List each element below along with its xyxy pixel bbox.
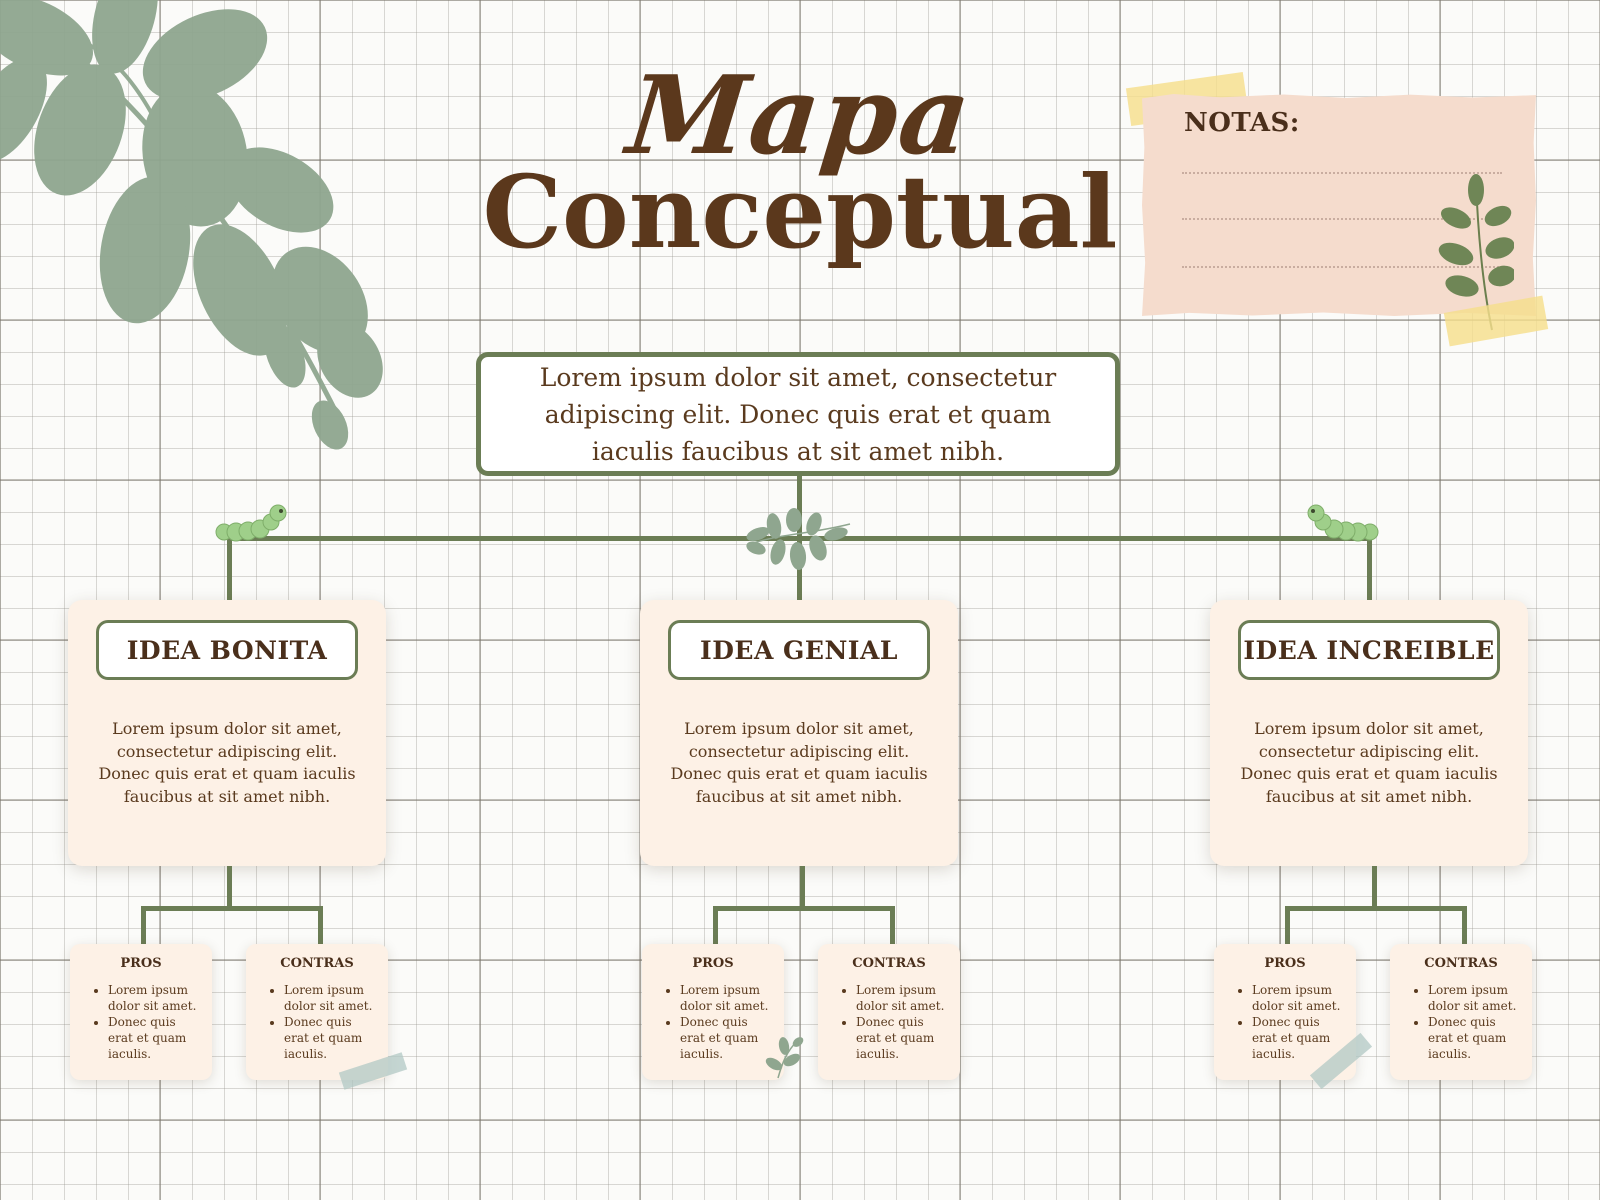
main-idea-box: Lorem ipsum dolor sit amet, consectetur … [476, 352, 1120, 476]
idea-title: IDEA BONITA [126, 635, 328, 665]
list-item: Donec quis erat et quam iaculis. [1428, 1014, 1524, 1062]
notes-line [1182, 218, 1502, 220]
list-item: Lorem ipsum dolor sit amet. [284, 982, 380, 1014]
idea-title: IDEA GENIAL [700, 635, 898, 665]
connector-contras [1462, 906, 1467, 944]
pros-list: Lorem ipsum dolor sit amet. Donec quis e… [1214, 982, 1356, 1062]
pros-card: PROS Lorem ipsum dolor sit amet. Donec q… [70, 944, 212, 1080]
pros-list: Lorem ipsum dolor sit amet. Donec quis e… [70, 982, 212, 1062]
connector-sub-horizontal [141, 906, 323, 911]
idea-description: Lorem ipsum dolor sit amet, consectetur … [1240, 719, 1498, 806]
list-item: Lorem ipsum dolor sit amet. [1252, 982, 1348, 1014]
small-leaf-icon [765, 1037, 804, 1079]
main-idea-text: Lorem ipsum dolor sit amet, consectetur … [539, 362, 1057, 466]
idea-description: Lorem ipsum dolor sit amet, consectetur … [670, 719, 928, 806]
connector-idea-1 [227, 536, 232, 600]
list-item: Lorem ipsum dolor sit amet. [856, 982, 952, 1014]
connector-idea-3 [1367, 536, 1372, 600]
leaf-cluster-icon [746, 508, 851, 570]
contras-list: Lorem ipsum dolor sit amet. Donec quis e… [246, 982, 388, 1062]
list-item: Donec quis erat et quam iaculis. [856, 1014, 952, 1062]
connector-contras [890, 906, 895, 944]
pros-card: PROS Lorem ipsum dolor sit amet. Donec q… [642, 944, 784, 1080]
connector-pros [141, 906, 146, 944]
list-item: Donec quis erat et quam iaculis. [680, 1014, 776, 1062]
notes-line [1182, 172, 1502, 174]
contras-label: CONTRAS [280, 956, 354, 971]
caterpillar-icon [215, 504, 287, 542]
idea-title-pill: IDEA INCREIBLE [1238, 620, 1500, 680]
idea-card-3: IDEA INCREIBLE Lorem ipsum dolor sit ame… [1210, 600, 1528, 866]
list-item: Donec quis erat et quam iaculis. [108, 1014, 204, 1062]
notes-label: NOTAS: [1184, 108, 1300, 138]
leaf-branch-icon [0, 0, 383, 450]
page-title: Conceptual [482, 153, 1118, 271]
notes-line [1182, 266, 1502, 268]
pros-label: PROS [120, 956, 162, 971]
pros-label: PROS [692, 956, 734, 971]
connector-sub-horizontal [1285, 906, 1467, 911]
contras-card: CONTRAS Lorem ipsum dolor sit amet. Done… [818, 944, 960, 1080]
contras-label: CONTRAS [852, 956, 926, 971]
contras-card: CONTRAS Lorem ipsum dolor sit amet. Done… [1390, 944, 1532, 1080]
caterpillar-icon [1307, 504, 1379, 542]
connector-sub-vertical [800, 866, 805, 908]
pros-label: PROS [1264, 956, 1306, 971]
connector-main-horizontal [227, 536, 1372, 541]
contras-card: CONTRAS Lorem ipsum dolor sit amet. Done… [246, 944, 388, 1080]
connector-pros [713, 906, 718, 944]
idea-description: Lorem ipsum dolor sit amet, consectetur … [98, 719, 356, 806]
idea-title-pill: IDEA BONITA [96, 620, 358, 680]
connector-sub-vertical [227, 866, 232, 908]
contras-list: Lorem ipsum dolor sit amet. Donec quis e… [818, 982, 960, 1062]
connector-sub-vertical [1372, 866, 1377, 908]
small-leaf-icon [1438, 174, 1514, 331]
pros-list: Lorem ipsum dolor sit amet. Donec quis e… [642, 982, 784, 1062]
contras-list: Lorem ipsum dolor sit amet. Donec quis e… [1390, 982, 1532, 1062]
connector-sub-horizontal [713, 906, 895, 911]
list-item: Lorem ipsum dolor sit amet. [1428, 982, 1524, 1014]
list-item: Donec quis erat et quam iaculis. [284, 1014, 380, 1062]
idea-card-2: IDEA GENIAL Lorem ipsum dolor sit amet, … [640, 600, 958, 866]
idea-title: IDEA INCREIBLE [1243, 635, 1495, 665]
list-item: Lorem ipsum dolor sit amet. [108, 982, 204, 1014]
connector-contras [318, 906, 323, 944]
idea-card-1: IDEA BONITA Lorem ipsum dolor sit amet, … [68, 600, 386, 866]
list-item: Donec quis erat et quam iaculis. [1252, 1014, 1348, 1062]
connector-pros [1285, 906, 1290, 944]
idea-title-pill: IDEA GENIAL [668, 620, 930, 680]
contras-label: CONTRAS [1424, 956, 1498, 971]
list-item: Lorem ipsum dolor sit amet. [680, 982, 776, 1014]
